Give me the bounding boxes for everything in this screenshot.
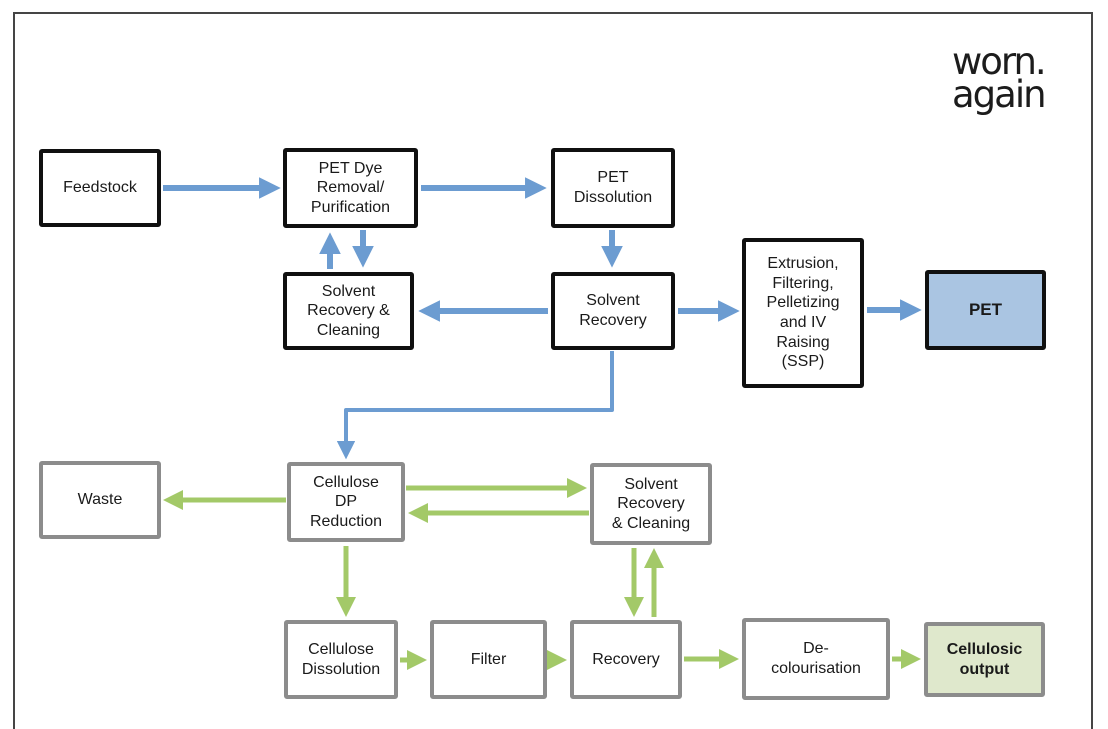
node-cellulose-dp-reduction: Cellulose DP Reduction xyxy=(287,462,405,542)
page-frame xyxy=(13,12,1093,729)
node-extrusion-ssp: Extrusion, Filtering, Pelletizing and IV… xyxy=(742,238,864,388)
node-feedstock: Feedstock xyxy=(39,149,161,227)
node-solvent-recovery-cleaning-pet: Solvent Recovery & Cleaning xyxy=(283,272,414,350)
node-pet-dissolution: PET Dissolution xyxy=(551,148,675,228)
node-recovery: Recovery xyxy=(570,620,682,699)
node-recovery-label: Recovery xyxy=(592,650,660,668)
node-pet-dissolution-label: PET Dissolution xyxy=(573,169,653,206)
node-solvent-recovery: Solvent Recovery xyxy=(551,272,675,350)
node-cellulose-dp-reduction-label: Cellulose DP Reduction xyxy=(309,473,383,530)
node-solvent-recovery-cleaning-cellulose: Solvent Recovery & Cleaning xyxy=(590,463,712,545)
logo-line-2: again xyxy=(952,72,1047,116)
node-waste: Waste xyxy=(39,461,161,539)
node-cellulose-dissolution-label: Cellulose Dissolution xyxy=(301,640,381,678)
node-cellulosic-output-label: Cellulosic output xyxy=(946,640,1023,678)
node-filter: Filter xyxy=(430,620,547,699)
node-pet-dye-removal: PET Dye Removal/ Purification xyxy=(283,148,418,228)
node-pet-dye-removal-label: PET Dye Removal/ Purification xyxy=(310,159,391,216)
node-decolourisation: De- colourisation xyxy=(742,618,890,700)
node-decolourisation-label: De- colourisation xyxy=(771,640,861,677)
worn-again-logo: worn. again xyxy=(952,40,1076,116)
node-solvent-recovery-cleaning-pet-label: Solvent Recovery & Cleaning xyxy=(307,282,390,339)
node-cellulose-dissolution: Cellulose Dissolution xyxy=(284,620,398,699)
node-solvent-recovery-label: Solvent Recovery xyxy=(579,292,647,329)
node-pet-output-label: PET xyxy=(968,299,1003,319)
node-filter-label: Filter xyxy=(470,650,507,668)
node-extrusion-ssp-label: Extrusion, Filtering, Pelletizing and IV… xyxy=(766,255,840,371)
node-feedstock-label: Feedstock xyxy=(63,179,137,197)
logo-line-1: worn. xyxy=(952,40,1047,83)
node-waste-label: Waste xyxy=(77,491,123,509)
node-pet-output: PET xyxy=(925,270,1046,350)
node-solvent-recovery-cleaning-cellulose-label: Solvent Recovery & Cleaning xyxy=(611,475,691,532)
node-cellulosic-output: Cellulosic output xyxy=(924,622,1045,697)
